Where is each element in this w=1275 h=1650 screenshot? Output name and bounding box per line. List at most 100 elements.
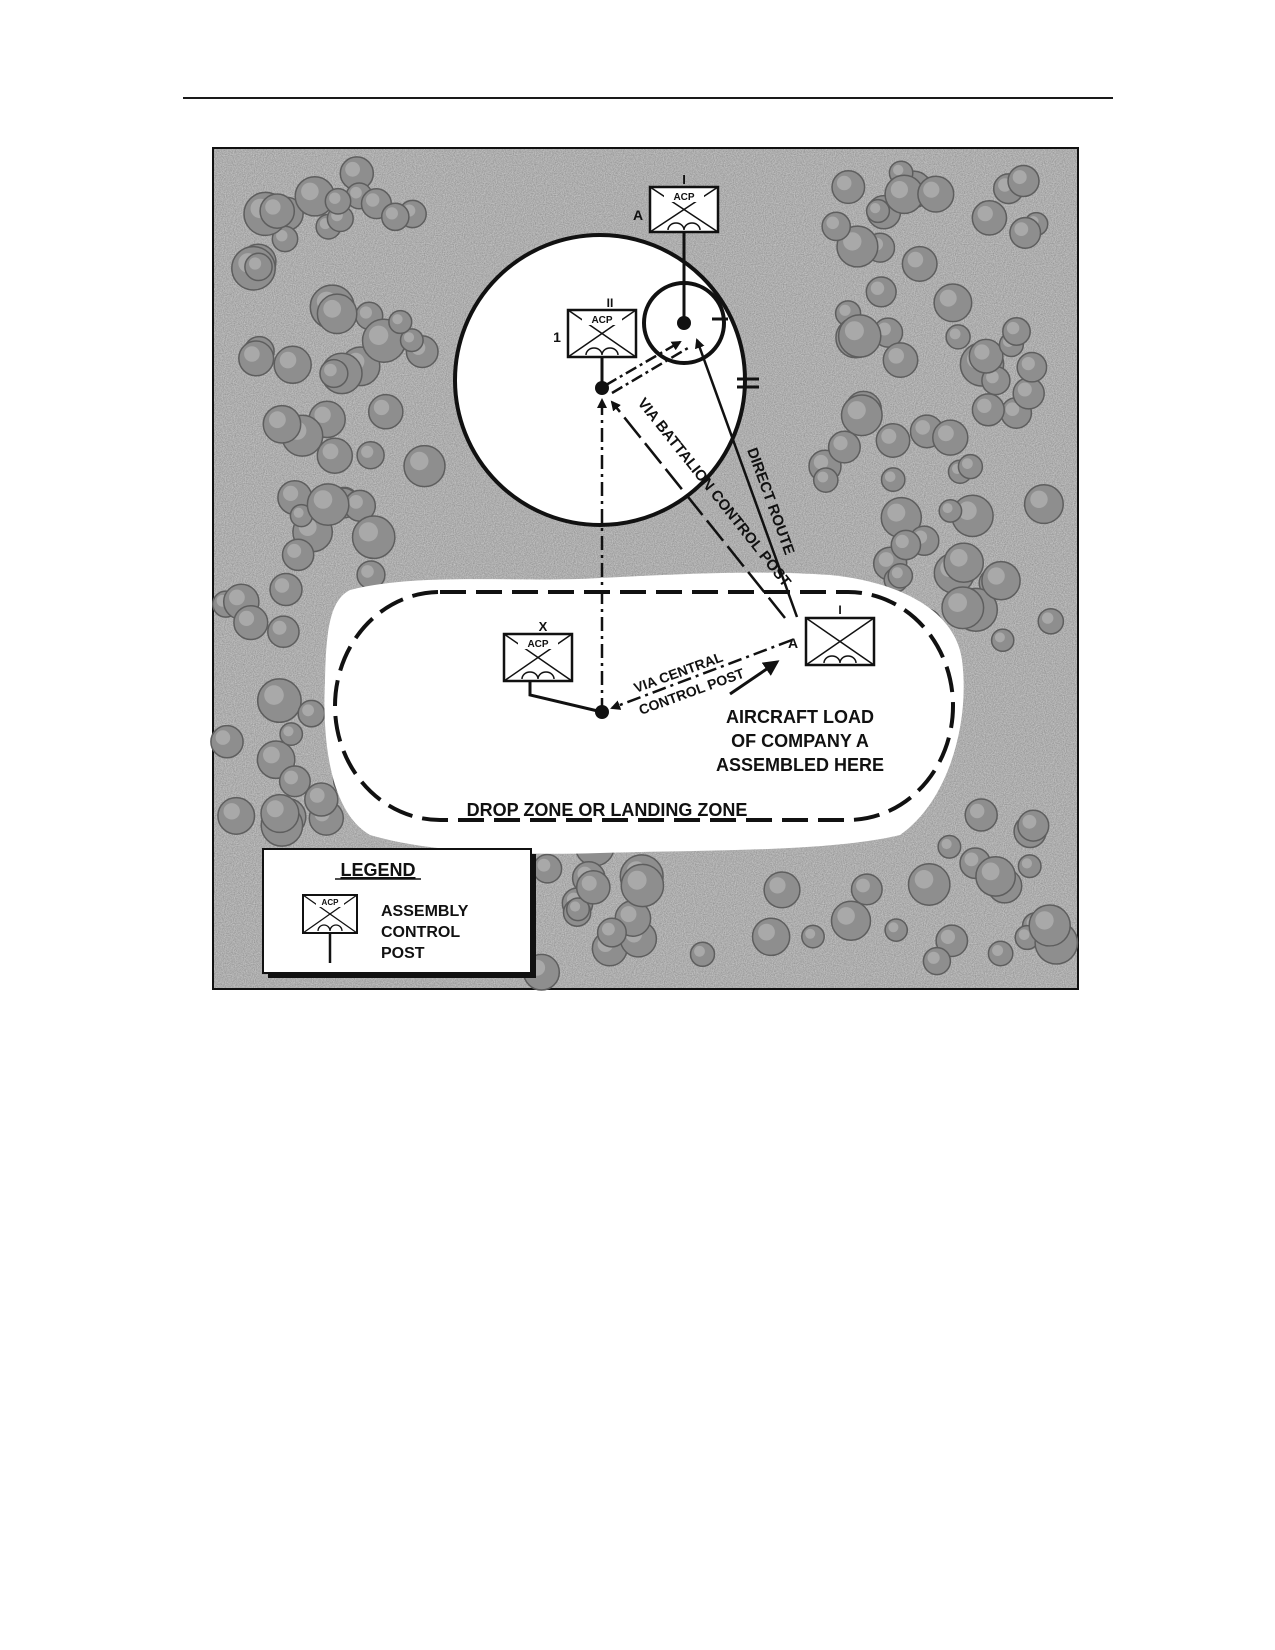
battalion-post-echelon: II (607, 296, 614, 310)
tree-highlight (301, 182, 319, 201)
tree-highlight (373, 399, 390, 416)
tree-highlight (817, 471, 829, 483)
tree-highlight (942, 503, 953, 514)
tree-highlight (890, 181, 909, 199)
tree-highlight (891, 567, 903, 579)
company-post-designation: A (633, 207, 643, 223)
tree-highlight (994, 632, 1005, 643)
tree-highlight (977, 205, 993, 222)
tree-highlight (1035, 911, 1054, 930)
tree-highlight (279, 351, 297, 369)
tree-highlight (923, 181, 940, 198)
route-battalion-to-company (605, 340, 682, 387)
route-direct (695, 338, 799, 618)
tree-highlight (888, 348, 904, 364)
tree-highlight (602, 922, 615, 936)
tree-highlight (313, 490, 333, 509)
tree-highlight (324, 363, 337, 377)
tree-highlight (283, 485, 299, 501)
tree-highlight (410, 451, 429, 471)
tree-highlight (837, 907, 855, 925)
annotation-line-1: AIRCRAFT LOAD (726, 707, 874, 727)
tree-highlight (836, 175, 852, 191)
tree-highlight (974, 344, 990, 360)
tree-highlight (1017, 382, 1032, 397)
route-via-central (610, 638, 793, 710)
brigade-control-point (595, 705, 609, 719)
tree-highlight (223, 803, 240, 820)
tree-highlight (302, 704, 314, 717)
tree-highlight (1018, 929, 1030, 940)
annotation-line-2: OF COMPANY A (731, 731, 869, 751)
tree-highlight (1012, 170, 1027, 185)
drop-zone-label: DROP ZONE OR LANDING ZONE (467, 800, 748, 820)
tree-highlight (329, 192, 341, 204)
tree-highlight (627, 870, 647, 890)
tree-highlight (856, 878, 870, 893)
tree-highlight (284, 770, 298, 785)
tree-highlight (987, 567, 1005, 585)
route-battalion-to-company-2 (611, 346, 689, 395)
tree-highlight (940, 929, 956, 945)
tree-highlight (537, 858, 551, 872)
tree-highlight (694, 945, 705, 957)
tree-highlight (1021, 858, 1032, 869)
tree-highlight (1021, 357, 1035, 371)
clearing-area (324, 572, 964, 854)
tree-highlight (914, 870, 934, 889)
company-control-point (677, 316, 691, 330)
tree-highlight (833, 436, 848, 451)
legend: LEGEND ACP ASSEMBLY CONTROL POST (262, 848, 536, 978)
tree-highlight (274, 578, 290, 593)
tree-highlight (907, 251, 924, 268)
tree-highlight (964, 852, 979, 867)
tree-highlight (881, 428, 897, 444)
tree-highlight (1006, 321, 1020, 335)
tree-highlight (215, 730, 231, 745)
battalion-control-point (595, 381, 609, 395)
tree-highlight (272, 620, 287, 635)
tree-highlight (839, 304, 851, 316)
tree-highlight (977, 398, 992, 413)
tree-highlight (843, 232, 862, 251)
tree-highlight (992, 945, 1004, 956)
tree-highlight (238, 610, 255, 627)
tree-highlight (368, 325, 389, 345)
tree-clusters (210, 156, 1079, 991)
tree-highlight (813, 454, 829, 470)
tree-highlight (938, 425, 954, 442)
header-rule (183, 97, 1113, 99)
tree-highlight (941, 838, 952, 850)
tree-highlight (1030, 490, 1048, 508)
tree-highlight (264, 685, 284, 705)
tree-highlight (1014, 222, 1029, 237)
tree-highlight (970, 803, 985, 819)
tree-highlight (915, 420, 930, 435)
tree-highlight (826, 216, 839, 230)
tree-highlight (345, 161, 360, 177)
tree-highlight (620, 906, 637, 923)
acp-code-label: ACP (591, 315, 612, 326)
tree-highlight (392, 314, 403, 325)
tree-highlight (888, 922, 899, 933)
tree-highlight (1005, 402, 1020, 417)
tree-highlight (265, 199, 281, 215)
tree-highlight (309, 788, 325, 803)
aircraft-load-unit: I A (788, 603, 876, 667)
central-assembly-control-post: ACP X (502, 619, 574, 683)
tree-highlight (769, 877, 786, 894)
tree-highlight (358, 522, 378, 542)
legend-entry-line-2: CONTROL (381, 924, 460, 941)
tree-highlight (844, 321, 864, 341)
central-post-echelon: X (539, 619, 548, 634)
tree-highlight (981, 862, 1000, 881)
tree-highlight (870, 281, 885, 295)
tree-highlight (878, 552, 894, 567)
tree-highlight (366, 193, 380, 207)
drop-zone-boundary (333, 590, 955, 822)
tree-highlight (276, 230, 288, 242)
tree-highlight (322, 443, 339, 460)
tree-highlight (570, 901, 581, 912)
tree-highlight (948, 593, 967, 612)
